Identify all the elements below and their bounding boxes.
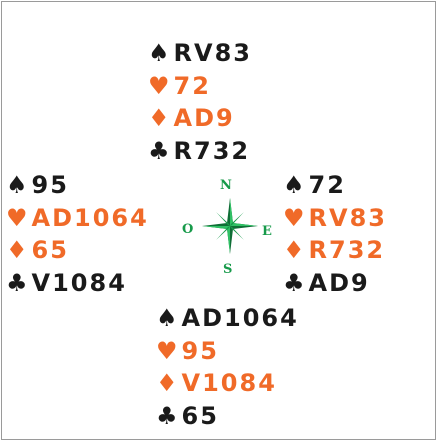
- north-spades: ♠RV83: [148, 37, 252, 70]
- hand-east: ♠72 ♥RV83 ♦R732 ♣AD9: [283, 169, 387, 299]
- diamond-icon: ♦: [148, 104, 172, 132]
- south-spades: ♠AD1064: [156, 302, 299, 335]
- hand-north: ♠RV83 ♥72 ♦AD9 ♣R732: [148, 37, 252, 167]
- east-clubs: ♣AD9: [283, 267, 387, 300]
- heart-icon: ♥: [156, 336, 180, 365]
- club-icon: ♣: [156, 401, 180, 430]
- diamond-icon: ♦: [283, 236, 307, 264]
- compass-label-n: N: [220, 178, 232, 193]
- west-diamonds: ♦65: [6, 234, 149, 267]
- east-hearts-cards: RV83: [308, 203, 387, 232]
- hand-west: ♠95 ♥AD1064 ♦65 ♣V1084: [6, 169, 149, 299]
- diamond-icon: ♦: [156, 369, 180, 397]
- spade-icon: ♠: [148, 39, 172, 67]
- south-spades-cards: AD1064: [181, 304, 299, 332]
- heart-icon: ♥: [6, 203, 30, 232]
- club-icon: ♣: [283, 268, 307, 297]
- south-hearts: ♥95: [156, 335, 299, 368]
- spade-icon: ♠: [283, 171, 307, 199]
- south-diamonds-cards: V1084: [181, 369, 277, 397]
- west-hearts: ♥AD1064: [6, 202, 149, 235]
- west-hearts-cards: AD1064: [31, 203, 149, 232]
- west-spades-cards: 95: [31, 171, 69, 199]
- diamond-icon: ♦: [6, 236, 30, 264]
- heart-icon: ♥: [283, 203, 307, 232]
- compass-star-icon: [202, 198, 258, 254]
- club-icon: ♣: [148, 136, 172, 165]
- south-clubs: ♣65: [156, 400, 299, 433]
- north-clubs-cards: R732: [173, 136, 251, 165]
- heart-icon: ♥: [148, 71, 172, 100]
- south-diamonds: ♦V1084: [156, 367, 299, 400]
- club-icon: ♣: [6, 268, 30, 297]
- east-clubs-cards: AD9: [308, 268, 370, 297]
- compass-rose: N S O E: [170, 176, 280, 277]
- west-clubs-cards: V1084: [31, 268, 127, 297]
- compass-label-o: O: [182, 222, 194, 237]
- north-clubs: ♣R732: [148, 135, 252, 168]
- north-hearts-cards: 72: [173, 71, 211, 100]
- north-hearts: ♥72: [148, 70, 252, 103]
- hand-south: ♠AD1064 ♥95 ♦V1084 ♣65: [156, 302, 299, 432]
- north-spades-cards: RV83: [173, 39, 252, 67]
- spade-icon: ♠: [156, 304, 180, 332]
- south-clubs-cards: 65: [181, 401, 219, 430]
- north-diamonds-cards: AD9: [173, 104, 235, 132]
- south-hearts-cards: 95: [181, 336, 219, 365]
- compass-label-e: E: [262, 224, 272, 239]
- west-spades: ♠95: [6, 169, 149, 202]
- east-diamonds: ♦R732: [283, 234, 387, 267]
- west-diamonds-cards: 65: [31, 236, 69, 264]
- west-clubs: ♣V1084: [6, 267, 149, 300]
- north-diamonds: ♦AD9: [148, 102, 252, 135]
- east-spades-cards: 72: [308, 171, 346, 199]
- east-hearts: ♥RV83: [283, 202, 387, 235]
- spade-icon: ♠: [6, 171, 30, 199]
- east-diamonds-cards: R732: [308, 236, 386, 264]
- compass-label-s: S: [223, 262, 233, 277]
- east-spades: ♠72: [283, 169, 387, 202]
